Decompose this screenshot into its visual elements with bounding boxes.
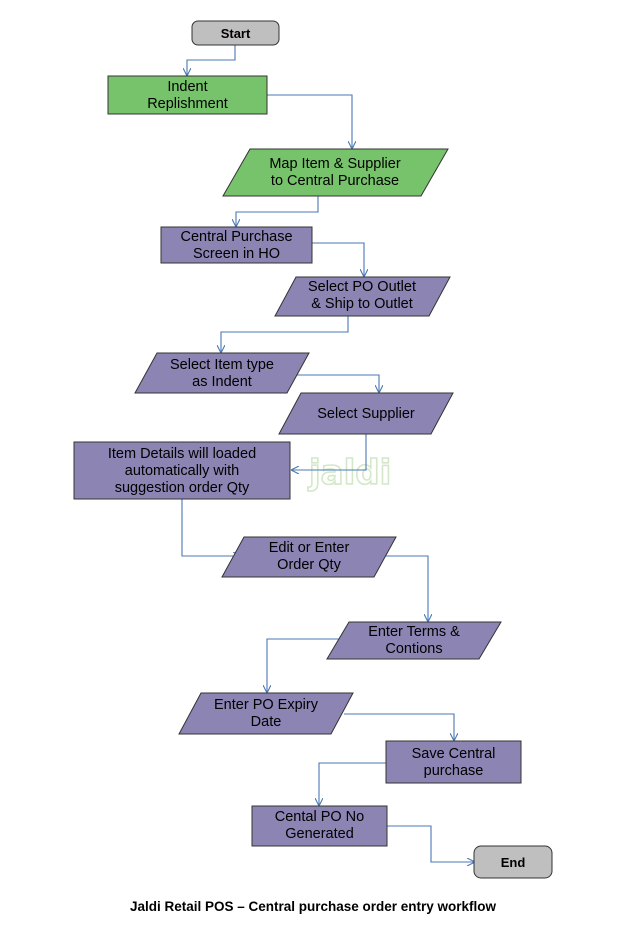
- enter-expiry-label-line2: Date: [251, 714, 282, 730]
- item-details-label-line1: Item Details will loaded: [108, 446, 256, 462]
- po-generated-label-line2: Generated: [285, 826, 354, 842]
- connector-map-central: [236, 196, 319, 226]
- item-details-label-line2: automatically with: [125, 463, 239, 479]
- connector-itemtype-supplier: [288, 374, 379, 392]
- select-po-outlet-parallelogram: Select PO Outlet & Ship to Outlet: [274, 276, 451, 317]
- start-label: Start: [221, 26, 251, 41]
- save-central-purchase-box: Save Central purchase: [385, 740, 522, 784]
- start-node: Start: [191, 20, 280, 46]
- end-node: End: [473, 845, 553, 879]
- jaldi-watermark: jaldi: [307, 453, 391, 493]
- diagram-caption: Jaldi Retail POS – Central purchase orde…: [130, 899, 497, 914]
- connector-expiry-save: [344, 713, 454, 740]
- enter-expiry-label-line1: Enter PO Expiry: [214, 697, 319, 713]
- map-item-label-line2: to Central Purchase: [271, 173, 399, 189]
- po-generated-box: Cental PO No Generated: [251, 805, 388, 847]
- select-po-label-line2: & Ship to Outlet: [311, 296, 413, 312]
- connector-central-selectpo: [312, 242, 364, 276]
- connector-start-indent: [187, 45, 236, 75]
- indent-label-line2: Replishment: [147, 96, 228, 112]
- select-item-type-label-line2: as Indent: [192, 374, 252, 390]
- select-supplier-label: Select Supplier: [317, 406, 415, 422]
- central-purchase-screen-box: Central Purchase Screen in HO: [160, 226, 313, 264]
- indent-replishment-box: Indent Replishment: [107, 75, 268, 115]
- enter-terms-label-line1: Enter Terms &: [368, 624, 460, 640]
- item-details-label-line3: suggestion order Qty: [115, 480, 250, 496]
- central-screen-label-line1: Central Purchase: [180, 229, 292, 245]
- connector-editqty-terms: [375, 555, 428, 621]
- indent-label-line1: Indent: [167, 79, 207, 95]
- connectors: [181, 45, 474, 862]
- save-central-label-line2: purchase: [424, 763, 484, 779]
- map-item-label-line1: Map Item & Supplier: [269, 156, 401, 172]
- select-po-label-line1: Select PO Outlet: [308, 279, 416, 295]
- enter-po-expiry-parallelogram: Enter PO Expiry Date: [178, 692, 354, 735]
- edit-qty-label-line2: Order Qty: [277, 557, 341, 573]
- map-item-supplier-parallelogram: Map Item & Supplier to Central Purchase: [222, 148, 449, 197]
- connector-itemdetails-editqty: [181, 499, 240, 556]
- select-item-type-parallelogram: Select Item type as Indent: [134, 352, 310, 394]
- select-supplier-parallelogram: Select Supplier: [278, 392, 454, 435]
- po-generated-label-line1: Cental PO No: [275, 809, 364, 825]
- item-details-box: Item Details will loaded automatically w…: [73, 441, 291, 500]
- select-item-type-label-line1: Select Item type: [170, 357, 274, 373]
- edit-qty-label-line1: Edit or Enter: [269, 540, 350, 556]
- edit-order-qty-parallelogram: Edit or Enter Order Qty: [221, 536, 397, 578]
- central-screen-label-line2: Screen in HO: [193, 246, 280, 262]
- connector-save-generated: [319, 762, 386, 805]
- connector-selectpo-itemtype: [221, 316, 349, 352]
- connector-supplier-itemdetails: [292, 434, 367, 470]
- save-central-label-line1: Save Central: [412, 746, 496, 762]
- enter-terms-parallelogram: Enter Terms & Contions: [326, 621, 502, 660]
- enter-terms-label-line2: Contions: [385, 641, 442, 657]
- end-label: End: [501, 855, 526, 870]
- connector-generated-end: [387, 825, 474, 862]
- connector-indent-map: [267, 94, 352, 148]
